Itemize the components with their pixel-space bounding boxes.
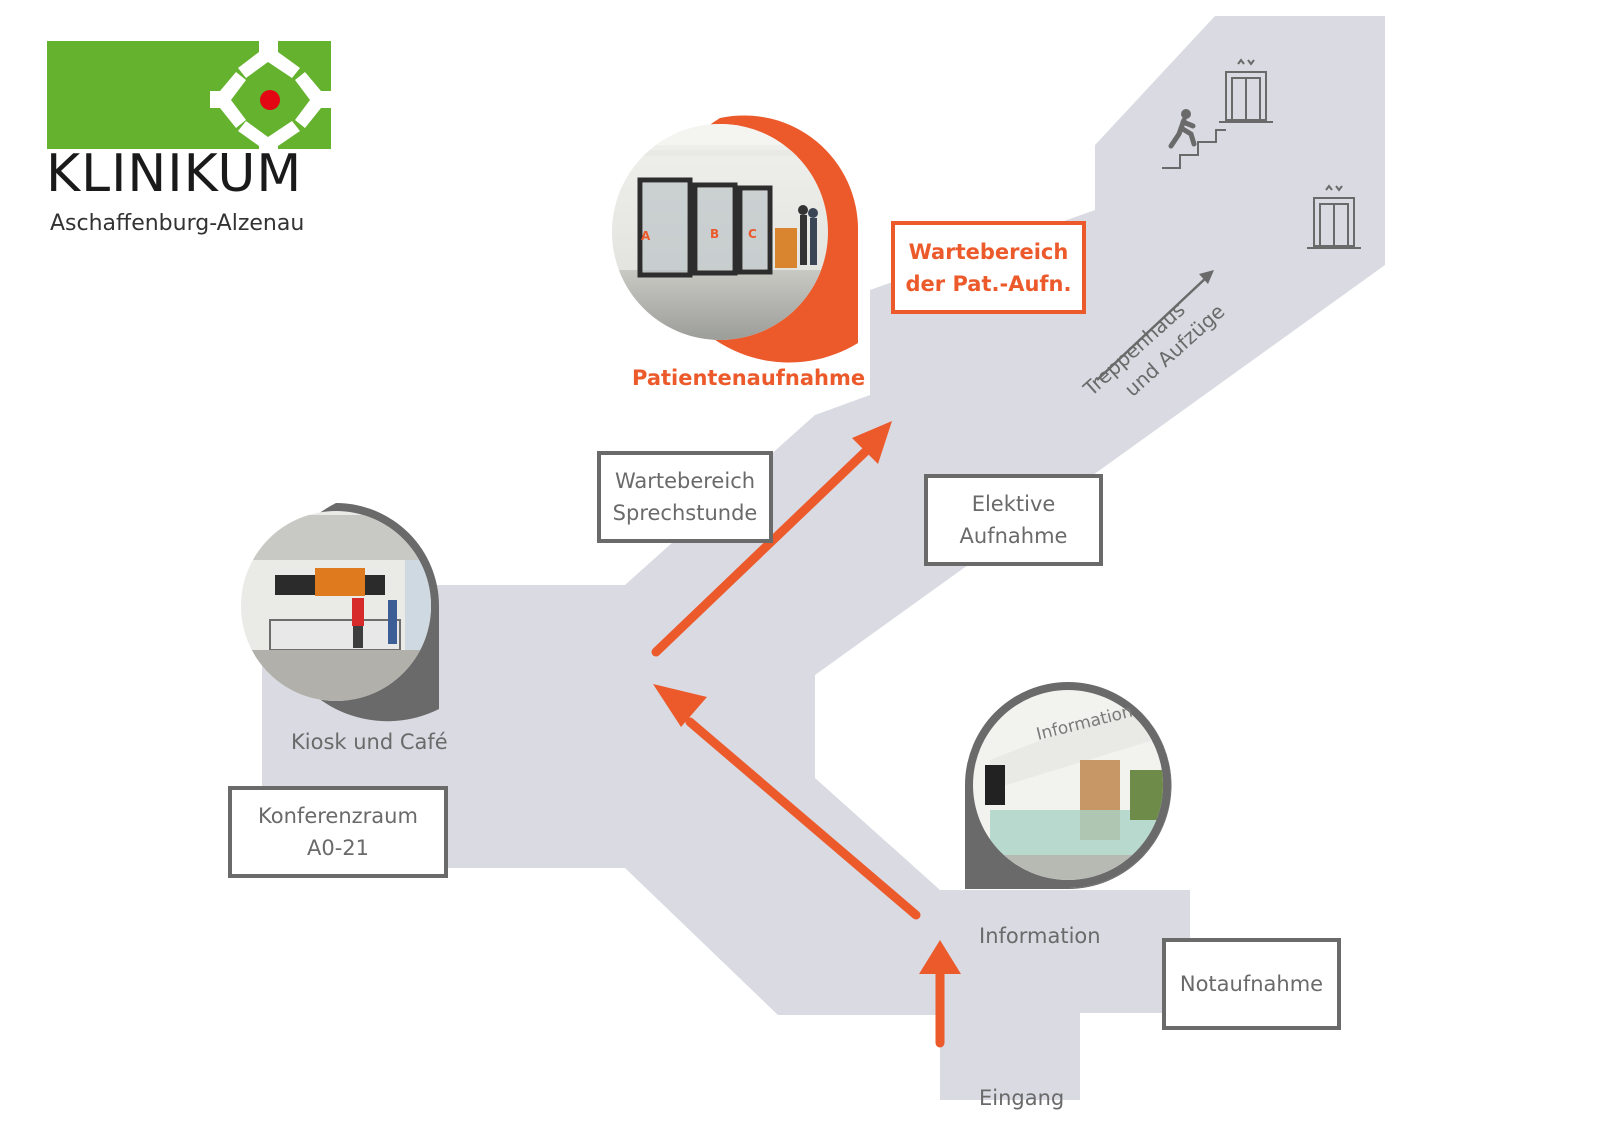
arrow-entrance-head (919, 940, 961, 974)
elevator-icon (1219, 58, 1273, 123)
arrow-reception-segment (651, 447, 870, 657)
corridor-floor (262, 16, 1385, 1100)
information-pin: Information (965, 682, 1172, 889)
kiosk-pin (241, 503, 439, 722)
logo-emblem (210, 41, 331, 158)
arrow-reception-head (852, 421, 892, 464)
box-wartebereich-sprechstunde-line2: Sprechstunde (612, 501, 758, 525)
box-wartebereich-pat: Wartebereich der Pat.-Aufn. (891, 221, 1086, 314)
box-notaufnahme-label: Notaufnahme (1179, 972, 1324, 996)
elevator-icon-2 (1307, 184, 1361, 249)
kiosk-photo (241, 511, 431, 701)
logo-red-dot (260, 90, 280, 110)
label-information: Information (979, 924, 1101, 948)
label-kiosk: Kiosk und Café (291, 730, 448, 754)
box-konferenzraum-line2: A0-21 (306, 836, 370, 860)
box-elektive-aufnahme-line1: Elektive (971, 492, 1056, 516)
arrow-info-head (653, 684, 707, 727)
box-konferenzraum: Konferenzraum A0-21 (228, 786, 448, 878)
logo-brand-text: KLINIKUM (46, 144, 303, 204)
box-elektive-aufnahme: Elektive Aufnahme (924, 474, 1103, 566)
patientenaufnahme-pin: A B C (612, 115, 859, 363)
route-arrows (651, 421, 961, 1048)
label-eingang: Eingang (979, 1086, 1065, 1110)
box-wartebereich-sprechstunde: Wartebereich Sprechstunde (597, 451, 773, 543)
box-notaufnahme: Notaufnahme (1162, 938, 1341, 1030)
box-wartebereich-pat-line1: Wartebereich (908, 239, 1069, 264)
counter-letter-c: C (748, 227, 757, 241)
stairs-person-icon (1162, 109, 1226, 169)
box-elektive-aufnahme-line2: Aufnahme (959, 524, 1068, 548)
counter-letter-a: A (641, 229, 651, 243)
label-patientenaufnahme: Patientenaufnahme (632, 366, 866, 390)
box-wartebereich-sprechstunde-line1: Wartebereich (614, 469, 756, 493)
logo-mark (47, 41, 331, 158)
arrow-info-segment (685, 717, 921, 920)
box-wartebereich-pat-line2: der Pat.-Aufn. (905, 271, 1072, 296)
arrow-up-right-icon (1096, 270, 1214, 381)
patientenaufnahme-photo (612, 124, 828, 340)
counter-letter-b: B (710, 227, 719, 241)
box-konferenzraum-line1: Konferenzraum (258, 804, 418, 828)
information-photo (973, 690, 1163, 880)
logo-subtitle: Aschaffenburg-Alzenau (50, 211, 305, 236)
